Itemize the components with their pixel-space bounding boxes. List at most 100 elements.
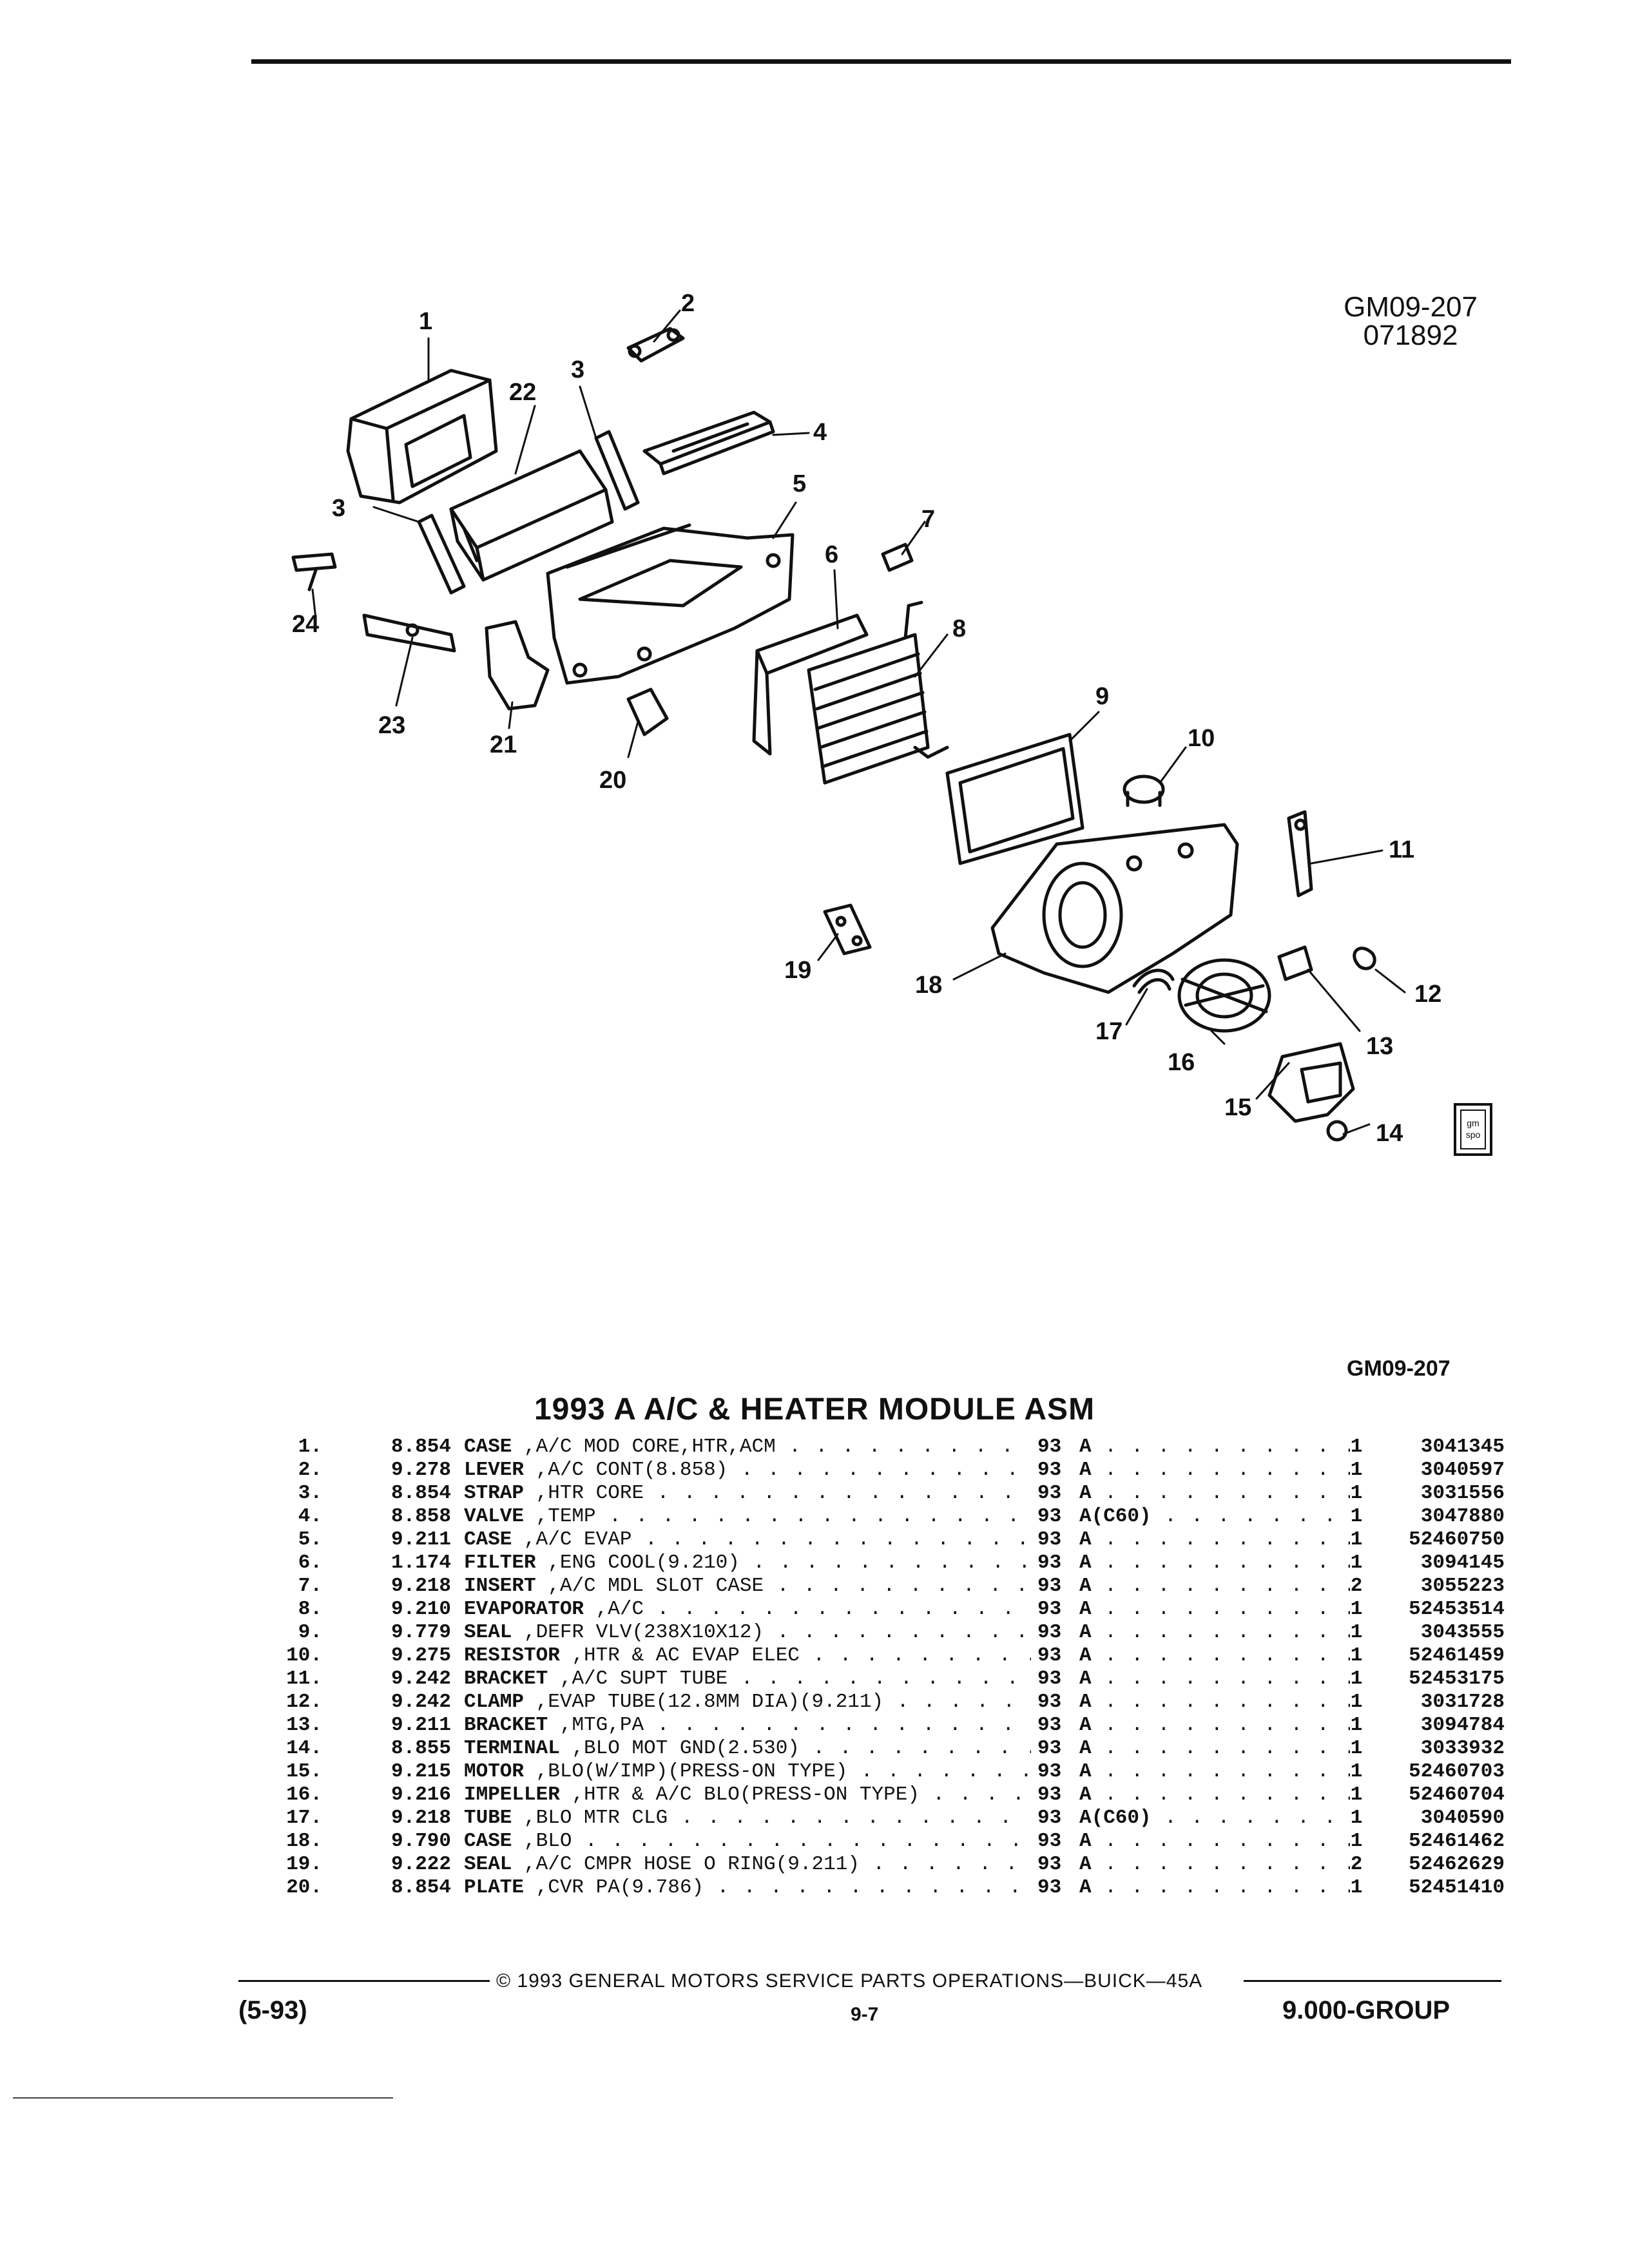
footer-copyright: © 1993 GENERAL MOTORS SERVICE PARTS OPER… xyxy=(496,1970,1203,1992)
model-year: 93 xyxy=(1037,1505,1062,1528)
leader-dots: . . . . . . . . . . . . . . . . . . . . … xyxy=(1104,1691,1350,1713)
part-name: CLAMP xyxy=(464,1691,525,1713)
quantity: 1 xyxy=(1350,1691,1363,1713)
group-number: 9.218 xyxy=(390,1807,451,1829)
group-number: 9.275 xyxy=(390,1644,451,1667)
quantity: 1 xyxy=(1350,1783,1363,1806)
part-name: CASE xyxy=(464,1436,512,1458)
part-detail: ,HTR & A/C BLO(PRESS-ON TYPE) xyxy=(572,1783,920,1806)
leader-dots: . . . . . . . . . . . . . . . . . . . . … xyxy=(1104,1598,1350,1620)
model-year: 93 xyxy=(1037,1644,1062,1667)
model-year: 93 xyxy=(1037,1760,1062,1783)
callout-23: 23 xyxy=(378,712,406,739)
leader-dots: . . . . . . . . . . . . . . . . . . . . … xyxy=(813,1737,1032,1760)
footer-group: 9.000-GROUP xyxy=(1282,1996,1451,2024)
leader-dots: . . . . . . . . . . . . . . . . . . . . … xyxy=(932,1783,1031,1806)
callout-5: 5 xyxy=(793,470,807,497)
footer-rule-left xyxy=(238,1980,490,1982)
part-name: PLATE xyxy=(464,1876,525,1899)
callout-21: 21 xyxy=(490,731,517,758)
part-detail: ,MTG,PA xyxy=(559,1714,644,1736)
callout-6: 6 xyxy=(825,541,839,568)
part-detail: ,A/C MOD CORE,HTR,ACM xyxy=(524,1436,776,1458)
leader-dots: . . . . . . . . . . . . . . . . . . . . … xyxy=(1104,1528,1350,1551)
quantity: 1 xyxy=(1350,1760,1363,1783)
callout-10: 10 xyxy=(1188,725,1215,752)
model-year: 93 xyxy=(1037,1667,1062,1690)
leader-dots: . . . . . . . . . . . . . . . . . . . . … xyxy=(645,1528,1031,1551)
series: A . . . . . . . . . . . . . . . . . . . … xyxy=(1079,1737,1350,1760)
part-17-tube xyxy=(1132,968,1175,994)
callout-8: 8 xyxy=(952,615,967,642)
part-name: IMPELLER xyxy=(464,1783,560,1806)
top-rule xyxy=(251,59,1511,64)
series-code: A xyxy=(1079,1482,1092,1504)
part-4-temp-valve xyxy=(642,410,775,476)
leader-dots: . . . . . . . . . . . . . . . . . . . . … xyxy=(1104,1482,1350,1504)
quantity: 2 xyxy=(1350,1575,1363,1597)
part-number: 3094784 xyxy=(1420,1714,1505,1736)
leader-dots: . . . . . . . . . . . . . . . . . . . . … xyxy=(657,1482,1031,1504)
leader-dots: . . . . . . . . . . . . . . . . . . . . … xyxy=(1164,1505,1350,1528)
leader-dots: . . . . . . . . . . . . . . . . . . . . … xyxy=(813,1644,1032,1667)
group-number: 9.211 xyxy=(390,1714,451,1736)
part-description: SEAL ,DEFR VLV(238X10X12) . . . . . . . … xyxy=(464,1621,1031,1644)
callout-3a: 3 xyxy=(571,356,585,383)
part-description: EVAPORATOR ,A/C . . . . . . . . . . . . … xyxy=(464,1598,1031,1621)
part-number: 3043555 xyxy=(1420,1621,1505,1644)
part-description: BRACKET ,MTG,PA . . . . . . . . . . . . … xyxy=(464,1714,1031,1737)
item-number: 2. xyxy=(298,1459,322,1481)
part-number: 52460703 xyxy=(1409,1760,1505,1783)
item-number: 18. xyxy=(286,1830,322,1852)
item-number: 19. xyxy=(286,1853,322,1876)
quantity: 1 xyxy=(1350,1459,1363,1481)
part-name: CASE xyxy=(464,1528,512,1551)
part-number: 3033932 xyxy=(1420,1737,1505,1760)
quantity: 1 xyxy=(1350,1876,1363,1899)
quantity: 1 xyxy=(1350,1436,1363,1458)
leader-dots: . . . . . . . . . . . . . . . . . . . . … xyxy=(860,1760,1031,1783)
part-number: 3041345 xyxy=(1420,1436,1505,1458)
group-number: 8.854 xyxy=(390,1876,451,1899)
series-code: A xyxy=(1079,1644,1092,1667)
group-number: 9.242 xyxy=(390,1691,451,1713)
leader-lines xyxy=(311,309,1406,1135)
bottom-scan-line xyxy=(13,2097,393,2099)
model-year: 93 xyxy=(1037,1830,1062,1852)
part-detail: ,CVR PA(9.786) xyxy=(535,1876,704,1899)
leader-dots: . . . . . . . . . . . . . . . . . . . . … xyxy=(1104,1459,1350,1481)
part-description: TUBE ,BLO MTR CLG . . . . . . . . . . . … xyxy=(464,1807,1031,1830)
series: A . . . . . . . . . . . . . . . . . . . … xyxy=(1079,1853,1350,1876)
group-number: 9.242 xyxy=(390,1667,451,1690)
part-number: 3055223 xyxy=(1420,1575,1505,1597)
series: A(C60) . . . . . . . . . . . . . . . . .… xyxy=(1079,1807,1350,1830)
part-detail: ,DEFR VLV(238X10X12) xyxy=(524,1621,764,1644)
part-name: CASE xyxy=(464,1830,512,1852)
part-13-bracket-mtg xyxy=(1277,945,1313,981)
item-number: 11. xyxy=(286,1667,322,1690)
part-5-evap-case xyxy=(546,523,795,685)
leader-dots: . . . . . . . . . . . . . . . . . . . . … xyxy=(1104,1876,1350,1899)
part-name: RESISTOR xyxy=(464,1644,560,1667)
part-description: CLAMP ,EVAP TUBE(12.8MM DIA)(9.211) . . … xyxy=(464,1691,1031,1714)
callout-12: 12 xyxy=(1414,981,1442,1008)
group-number: 8.854 xyxy=(390,1436,451,1458)
part-detail: ,HTR & AC EVAP ELEC xyxy=(572,1644,800,1667)
callout-2: 2 xyxy=(681,290,695,317)
group-number: 9.278 xyxy=(390,1459,451,1481)
model-year: 93 xyxy=(1037,1783,1062,1806)
part-24-fastener xyxy=(291,552,337,591)
series: A . . . . . . . . . . . . . . . . . . . … xyxy=(1079,1621,1350,1644)
part-number: 52461459 xyxy=(1409,1644,1505,1667)
leader-dots: . . . . . . . . . . . . . . . . . . . . … xyxy=(1104,1783,1350,1806)
part-number: 52460704 xyxy=(1409,1783,1505,1806)
model-year: 93 xyxy=(1037,1714,1062,1736)
leader-dots: . . . . . . . . . . . . . . . . . . . . … xyxy=(1104,1714,1350,1736)
